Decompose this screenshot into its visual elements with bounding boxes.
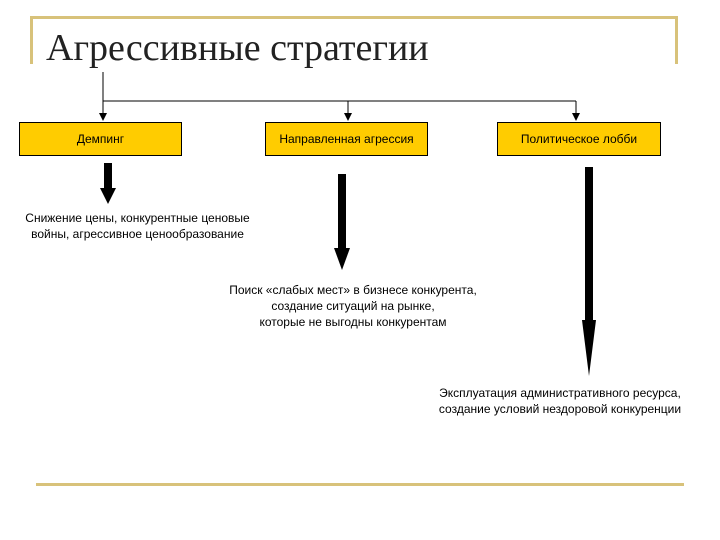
strategy-box-dumping: Демпинг [19, 122, 182, 156]
description-line: создание ситуаций на рынке, [271, 299, 435, 313]
description-line: Снижение цены, конкурентные ценовые [25, 211, 250, 225]
description-directed-aggression: Поиск «слабых мест» в бизнесе конкурента… [195, 282, 511, 330]
description-line: которые не выгодны конкурентам [259, 315, 447, 329]
drop-arrowhead-dumping [99, 113, 107, 121]
frame-top-line [30, 16, 678, 19]
frame-left-line [30, 16, 33, 64]
thick-arrow-shaft-lobby [585, 167, 593, 320]
drop-arrowhead-lobby [572, 113, 580, 121]
slide-title: Агрессивные стратегии [46, 27, 429, 69]
strategy-box-political-lobby: Политическое лобби [497, 122, 661, 156]
description-line: Эксплуатация административного ресурса, [439, 386, 681, 400]
frame-right-line [675, 16, 678, 64]
description-dumping: Снижение цены, конкурентные ценовые войн… [0, 210, 275, 242]
thick-arrow-shaft-dumping [104, 163, 112, 188]
thick-arrow-shaft-directed [338, 174, 346, 248]
drop-arrowhead-directed [344, 113, 352, 121]
description-line: Поиск «слабых мест» в бизнесе конкурента… [229, 283, 477, 297]
description-line: создание условий нездоровой конкуренции [438, 402, 682, 416]
thick-arrow-head-lobby [582, 320, 596, 376]
description-political-lobby: Эксплуатация административного ресурса, … [410, 385, 710, 417]
thick-arrow-head-directed [334, 248, 350, 270]
thick-arrow-head-dumping [100, 188, 116, 204]
frame-bottom-line [36, 483, 684, 486]
description-line: войны, агрессивное ценообразование [31, 227, 244, 241]
strategy-box-directed-aggression: Направленная агрессия [265, 122, 428, 156]
